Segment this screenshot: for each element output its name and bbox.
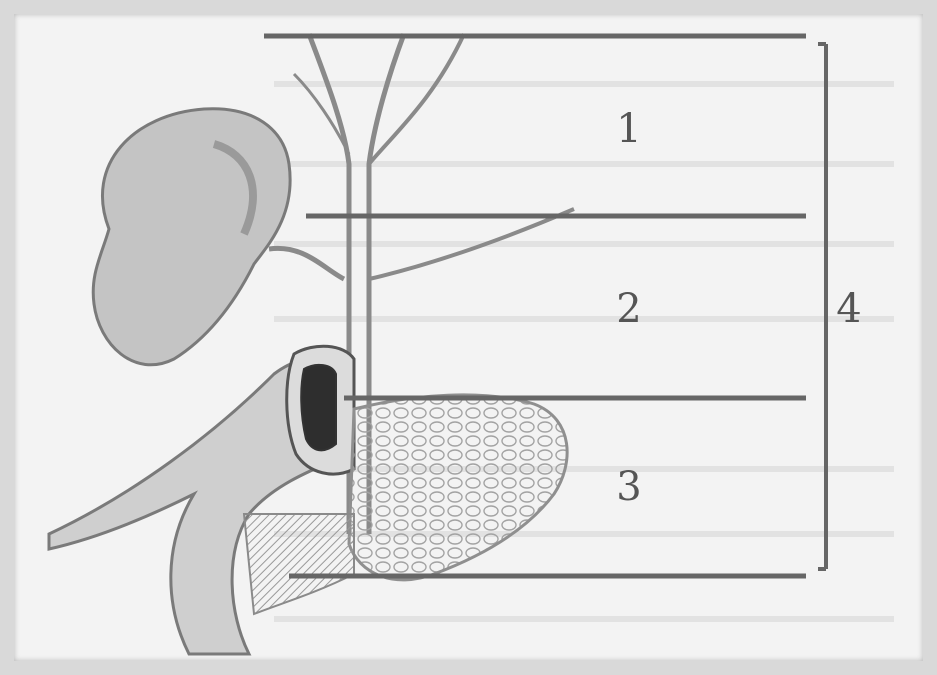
gallbladder-shape	[93, 109, 290, 365]
bile-duct-zones-diagram: 1 2 3 4	[14, 14, 923, 661]
pancreas-head	[349, 395, 567, 580]
zone-4-bracket	[818, 44, 826, 569]
zone-1-label: 1	[616, 106, 641, 152]
pancreatic-duct-hatch	[244, 514, 354, 614]
cystic-duct	[269, 248, 344, 279]
diagram-canvas: 1 2 3 4	[14, 14, 923, 661]
ampulla	[287, 346, 354, 474]
zone-2-label: 2	[616, 286, 641, 332]
zone-4-label: 4	[836, 286, 861, 332]
zone-3-label: 3	[616, 464, 641, 510]
